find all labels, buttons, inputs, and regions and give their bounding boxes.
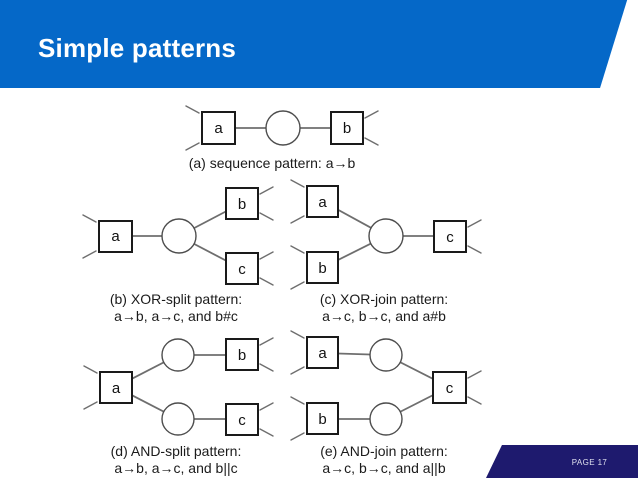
caption-line: (d) AND-split pattern: — [110, 443, 242, 459]
place-circle — [265, 110, 301, 146]
sequence-pattern-diagram: a b — [185, 105, 379, 151]
edge-stub-marks — [259, 402, 274, 437]
task-label-c: c — [238, 261, 246, 278]
task-box-b — [225, 187, 259, 220]
slide-title: Simple patterns — [38, 33, 237, 63]
place-circle — [161, 402, 195, 436]
task-box-a — [99, 371, 133, 404]
and-join-pattern-diagram: a b c — [290, 330, 482, 441]
xor-split-pattern-diagram: a b c — [82, 186, 274, 286]
edge-stub-marks — [364, 110, 379, 146]
task-label-b: b — [318, 411, 326, 428]
place-circle — [369, 338, 403, 372]
page-number: PAGE 17 — [571, 458, 608, 467]
task-box-b — [225, 338, 259, 371]
task-label-b: b — [318, 260, 326, 277]
caption-line: (c) XOR-join pattern: — [319, 291, 449, 307]
edge-stub-marks — [290, 245, 305, 290]
task-label-c: c — [446, 380, 454, 397]
edge-stub-marks — [467, 219, 482, 254]
task-box-b — [306, 402, 339, 435]
edge-stub-marks — [290, 396, 305, 441]
caption-line: (e) AND-join pattern: — [320, 443, 448, 459]
edge-stub-marks — [259, 186, 274, 221]
caption-and-split: (d) AND-split pattern: a→b, a→c, and b||… — [66, 443, 286, 476]
task-label-a: a — [112, 380, 121, 397]
xor-join-pattern-diagram: a b c — [290, 179, 482, 290]
caption-xor-split: (b) XOR-split pattern: a→b, a→c, and b#c — [66, 291, 286, 324]
task-label-c: c — [446, 229, 454, 246]
caption-line: (b) XOR-split pattern: — [109, 291, 243, 307]
task-label-b: b — [238, 196, 246, 213]
edge-stub-marks — [290, 179, 305, 224]
edge-stub-marks — [82, 214, 97, 259]
task-label-b: b — [238, 347, 246, 364]
place-circle — [161, 338, 195, 372]
task-box-c — [432, 371, 467, 404]
caption-and-join: (e) AND-join pattern: a→c, b→c, and a||b — [274, 443, 494, 476]
task-box-c — [225, 252, 259, 285]
edge-stub-marks — [185, 105, 200, 151]
caption-line: a→c, b→c, and a||b — [322, 459, 446, 476]
place-circle — [161, 218, 197, 254]
task-box-b — [306, 251, 339, 284]
edge-stub-marks — [259, 251, 274, 286]
footer-banner: PAGE 17 — [486, 445, 638, 478]
task-box-a — [306, 185, 339, 218]
caption-line: a→b, a→c, and b#c — [114, 307, 238, 324]
edge-stub-marks — [467, 370, 482, 405]
task-box-a — [201, 111, 236, 145]
caption-line: a→b, a→c, and b||c — [114, 459, 238, 476]
task-box-a — [98, 220, 133, 253]
task-box-a — [306, 336, 339, 369]
task-label-b: b — [343, 120, 351, 137]
caption-line: a→c, b→c, and a#b — [322, 307, 446, 324]
and-split-pattern-diagram: a b c — [83, 337, 274, 437]
task-label-a: a — [111, 228, 120, 245]
caption-sequence: (a) sequence pattern: a→b — [142, 155, 402, 172]
caption-xor-join: (c) XOR-join pattern: a→c, b→c, and a#b — [274, 291, 494, 324]
task-label-a: a — [318, 345, 327, 362]
task-label-c: c — [238, 412, 246, 429]
edge-stub-marks — [290, 330, 305, 375]
edge-stub-marks — [83, 365, 98, 410]
task-box-c — [433, 220, 467, 253]
edge-stub-marks — [259, 337, 274, 372]
task-label-a: a — [318, 194, 327, 211]
task-label-a: a — [214, 120, 223, 137]
task-box-b — [330, 111, 364, 145]
place-circle — [368, 218, 404, 254]
header-banner: Simple patterns — [0, 0, 628, 88]
task-box-c — [225, 403, 259, 436]
caption-line: (a) sequence pattern: a→b — [188, 155, 356, 171]
place-circle — [369, 402, 403, 436]
